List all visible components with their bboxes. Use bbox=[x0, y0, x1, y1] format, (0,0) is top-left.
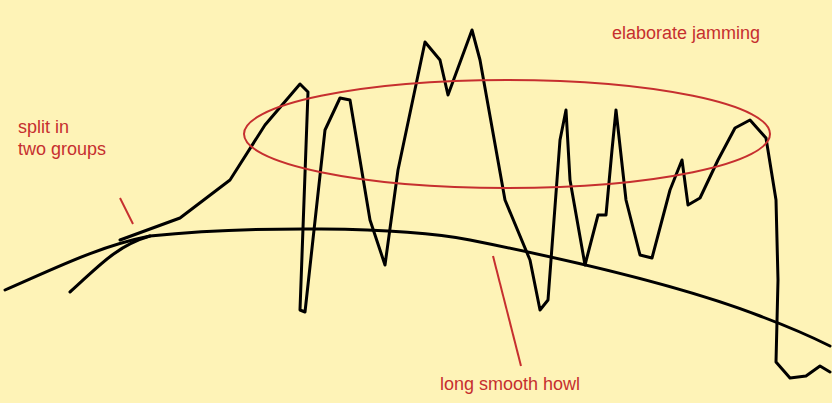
annotation-label: long smooth howl bbox=[440, 373, 580, 395]
leader-line bbox=[120, 198, 133, 224]
annotation-label: split in two groups bbox=[18, 116, 110, 160]
jamming-ellipse bbox=[244, 80, 770, 188]
second-group-curve bbox=[70, 236, 150, 292]
smooth-howl-curve bbox=[5, 229, 830, 346]
annotation-label: elaborate jamming bbox=[612, 22, 760, 44]
leader-line bbox=[493, 256, 521, 366]
jamming-curve bbox=[120, 30, 830, 378]
